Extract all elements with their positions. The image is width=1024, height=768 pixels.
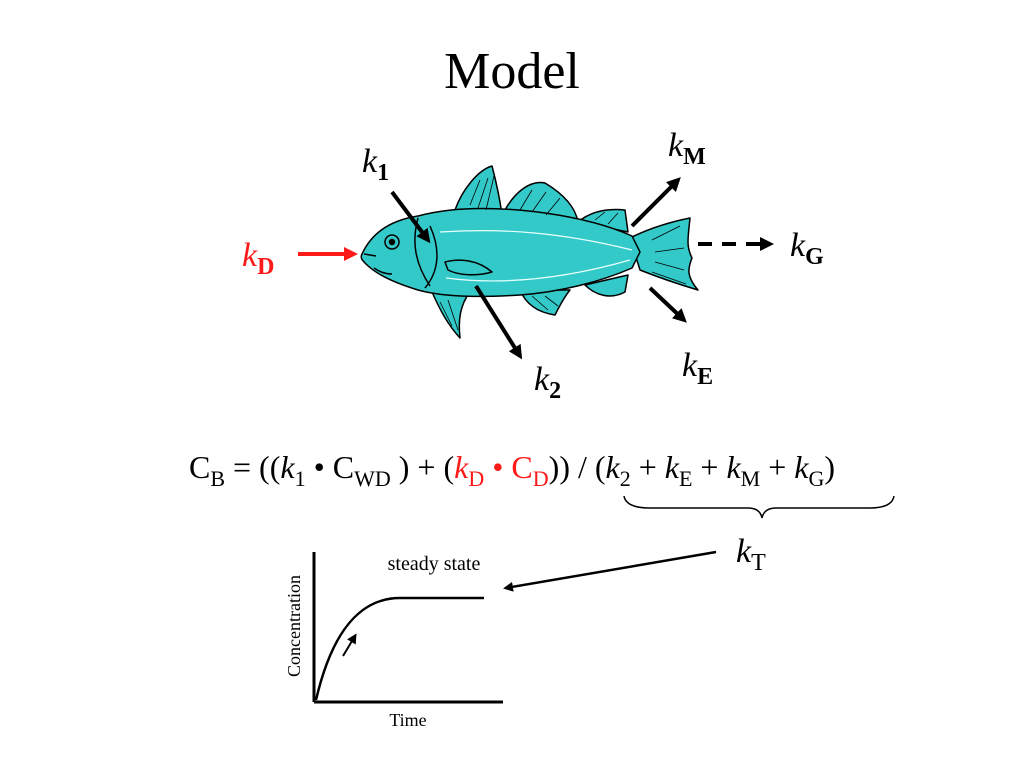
bioconcentration-equation: CB = ((k1 • CWD ) + (kD • CD)) / (k2 + k… [189,449,835,491]
steady-state-annotation: steady state [388,553,481,575]
label-kT: kT [736,533,766,576]
elimination-brace [623,495,895,519]
arrow-k1 [390,190,431,244]
arrow-kT [503,550,717,592]
arrow-kM [630,177,681,228]
rate-arrows [298,177,774,592]
label-k1: k1 [362,143,389,186]
label-k2: k2 [534,361,561,404]
label-kD: kD [242,237,274,280]
slide-title: Model [444,43,580,100]
fish-illustration [360,165,699,339]
label-kM: kM [668,127,706,170]
trend-arrow [342,633,357,657]
label-kE: kE [682,347,713,390]
graph-y-label: Concentration [284,575,304,677]
uptake-curve [314,596,484,701]
graph-x-label: Time [389,710,426,730]
arrow-kE [648,286,687,323]
label-kG: kG [790,227,824,270]
concentration-time-graph: steady state Time Concentration [284,552,503,730]
arrow-k2 [474,284,523,360]
